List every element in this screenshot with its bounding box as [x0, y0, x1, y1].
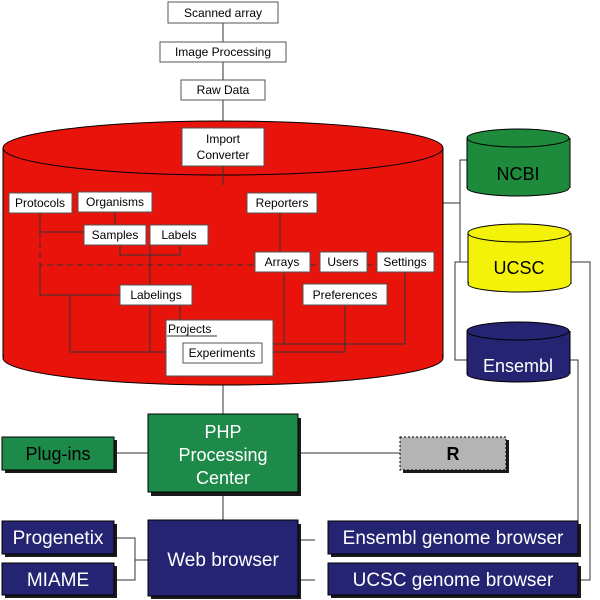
ensembl-database: Ensembl [466, 321, 571, 383]
ucsc-label: UCSC [493, 258, 544, 278]
projects-label: Projects [168, 322, 211, 336]
php-center-line3: Center [196, 468, 250, 488]
experiments-table [182, 342, 263, 364]
progenetix-label: Progenetix [13, 528, 104, 549]
protocols-table [8, 192, 73, 214]
raw-data-label: Raw Data [197, 83, 250, 97]
php-center-box [147, 413, 299, 493]
r-box [399, 436, 507, 471]
protocols-label: Protocols [15, 196, 65, 210]
ucsc-top [467, 223, 571, 243]
ucsc-browser-box [327, 562, 579, 596]
labelings-label: Labelings [130, 288, 181, 302]
schema-labelings-experiments [69, 295, 183, 353]
bottom-row: Progenetix MIAME Web browser Ensembl gen… [1, 519, 581, 599]
samples-label: Samples [92, 228, 139, 242]
scanned-array-box [167, 1, 279, 24]
import-converter-line2: Converter [197, 148, 250, 162]
r-label: R [447, 444, 460, 464]
connector-to-ensembl [454, 261, 468, 361]
connector-ensembl-to-browser [570, 359, 579, 541]
miame-box [1, 562, 115, 596]
schema-samples-labels [119, 245, 181, 256]
import-converter-box [181, 127, 265, 167]
settings-label: Settings [383, 255, 426, 269]
web-browser-box [147, 519, 299, 597]
ucsc-database: UCSC [467, 223, 572, 293]
arrays-label: Arrays [265, 255, 300, 269]
image-processing-label: Image Processing [175, 45, 271, 59]
settings-table [376, 251, 435, 273]
ensembl-browser-label: Ensembl genome browser [343, 528, 564, 549]
r-node: R [399, 436, 509, 473]
ucsc-browser-label: UCSC genome browser [353, 570, 554, 591]
ncbi-database: NCBI [466, 128, 571, 197]
schema-tables: Import Converter Protocols Organisms Sam… [8, 127, 435, 377]
samples-table [83, 224, 147, 246]
reporters-table [246, 192, 318, 214]
schema-preferences-experiments [262, 305, 346, 353]
connector-progenetix-miame [116, 537, 136, 581]
image-processing-box [159, 41, 287, 63]
experiments-label: Experiments [189, 346, 256, 360]
ncbi-top [466, 128, 570, 148]
schema-settings-experiments [284, 272, 406, 345]
import-converter-line1: Import [206, 132, 241, 146]
ensembl-label: Ensembl [483, 356, 553, 376]
organisms-label: Organisms [86, 195, 144, 209]
plugins-label: Plug-ins [25, 444, 90, 464]
connector-genome-browsers [299, 539, 315, 581]
scanned-array-label: Scanned array [184, 6, 262, 20]
reporters-label: Reporters [256, 196, 309, 210]
labelings-table [119, 284, 193, 306]
ensembl-top [466, 321, 570, 341]
users-table [319, 251, 368, 273]
plugins-node: Plug-ins [1, 436, 117, 473]
labels-table [149, 224, 209, 246]
organisms-table [77, 191, 153, 213]
arrays-table [254, 251, 311, 273]
php-center-line2: Processing [178, 445, 267, 465]
ncbi-label: NCBI [496, 164, 539, 184]
preferences-label: Preferences [313, 288, 378, 302]
schema-protocols-labelings [39, 265, 125, 296]
pipeline: Scanned array Image Processing Raw Data [159, 1, 287, 101]
web-browser-label: Web browser [167, 550, 279, 571]
php-processing-center: PHP Processing Center [147, 413, 301, 496]
schema-connectors [39, 165, 406, 353]
users-label: Users [327, 255, 358, 269]
ensembl-browser-box [327, 520, 579, 555]
preferences-table [302, 283, 388, 306]
miame-label: MIAME [27, 570, 89, 591]
php-center-line1: PHP [204, 422, 241, 442]
connector-ucsc-to-browser [570, 261, 591, 581]
connector-to-ucsc [459, 203, 468, 263]
raw-data-box [180, 79, 266, 101]
labels-label: Labels [161, 228, 196, 242]
plugins-box [1, 436, 115, 471]
progenetix-box [1, 520, 115, 555]
